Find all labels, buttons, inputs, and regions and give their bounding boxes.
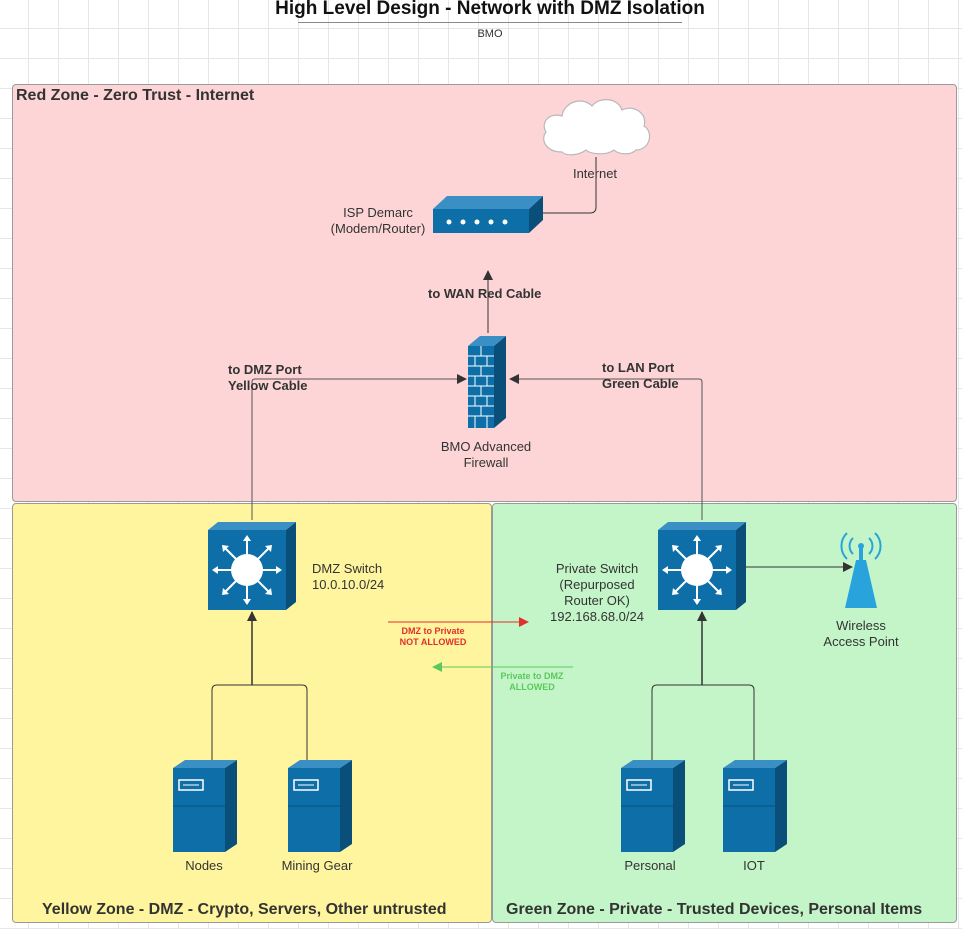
firewall-label: BMO Advanced Firewall <box>426 439 546 471</box>
dmz-to-private-note-line1: DMZ to Private <box>401 626 465 636</box>
dmz-link <box>251 374 467 520</box>
nodes-label: Nodes <box>185 858 223 873</box>
diagram-title: High Level Design - Network with DMZ Iso… <box>275 0 705 19</box>
dmz-to-private-note-line2: NOT ALLOWED <box>399 637 467 647</box>
yellow-zone-title: Yellow Zone - DMZ - Crypto, Servers, Oth… <box>42 901 447 918</box>
mining-gear-label: Mining Gear <box>281 858 353 873</box>
lan-cable-label-line1: to LAN Port <box>602 360 675 375</box>
firewall-label-line1: BMO Advanced <box>440 439 532 454</box>
wan-cable-label: to WAN Red Cable <box>428 286 542 301</box>
private-switch-label-line3: Router OK) <box>564 593 630 608</box>
private-to-dmz-note-line1: Private to DMZ <box>500 671 564 681</box>
green-zone-title: Green Zone - Private - Trusted Devices, … <box>506 901 923 918</box>
modem-icon <box>433 196 543 233</box>
antenna-icon <box>840 532 882 608</box>
wap-label: Wireless Access Point <box>812 618 910 650</box>
server-icon <box>723 760 787 852</box>
server-icon <box>288 760 352 852</box>
private-to-dmz-note-line2: ALLOWED <box>509 682 555 692</box>
private-switch-label: Private Switch (Repurposed Router OK) 19… <box>537 561 657 625</box>
nodes-link <box>211 684 252 760</box>
red-zone-title: Red Zone - Zero Trust - Internet <box>16 87 255 104</box>
dmz-cable-label: to DMZ Port Yellow Cable <box>228 362 307 394</box>
server-icon <box>173 760 237 852</box>
dmz-cable-label-line1: to DMZ Port <box>228 362 302 377</box>
dmz-to-private-note: DMZ to Private NOT ALLOWED <box>378 626 488 648</box>
dmz-switch-label-line2: 10.0.10.0/24 <box>312 577 385 592</box>
firewall-icon <box>468 336 506 428</box>
iot-label: IOT <box>743 858 765 873</box>
title-underline <box>298 22 682 23</box>
server-icon <box>621 760 685 852</box>
cloud-icon <box>543 99 651 156</box>
personal-link <box>651 684 702 760</box>
wap-label-line1: Wireless <box>836 618 886 633</box>
wap-label-line2: Access Point <box>823 634 899 649</box>
firewall-label-line2: Firewall <box>463 455 509 470</box>
lan-cable-label-line2: Green Cable <box>602 376 679 391</box>
isp-label: ISP Demarc (Modem/Router) <box>320 205 436 237</box>
diagram-subtitle: BMO <box>477 28 503 40</box>
lan-cable-label: to LAN Port Green Cable <box>602 360 679 392</box>
switch-icon <box>658 522 746 610</box>
personal-label: Personal <box>624 858 676 873</box>
lan-link <box>509 374 703 520</box>
private-to-dmz-note: Private to DMZ ALLOWED <box>482 671 582 693</box>
private-switch-label-line4: 192.168.68.0/24 <box>550 609 644 624</box>
isp-label-line1: ISP Demarc <box>343 205 413 220</box>
switch-icon <box>208 522 296 610</box>
mining-link <box>252 684 308 760</box>
private-switch-label-line2: (Repurposed <box>559 577 635 592</box>
private-switch-label-line1: Private Switch <box>555 561 639 576</box>
iot-link <box>702 684 755 760</box>
isp-label-line2: (Modem/Router) <box>330 221 426 236</box>
red-zone <box>12 84 957 502</box>
dmz-switch-label: DMZ Switch 10.0.10.0/24 <box>312 561 384 593</box>
internet-label: Internet <box>572 166 618 181</box>
dmz-cable-label-line2: Yellow Cable <box>228 378 308 393</box>
dmz-switch-label-line1: DMZ Switch <box>312 561 383 576</box>
internet-to-isp-link <box>541 157 597 214</box>
